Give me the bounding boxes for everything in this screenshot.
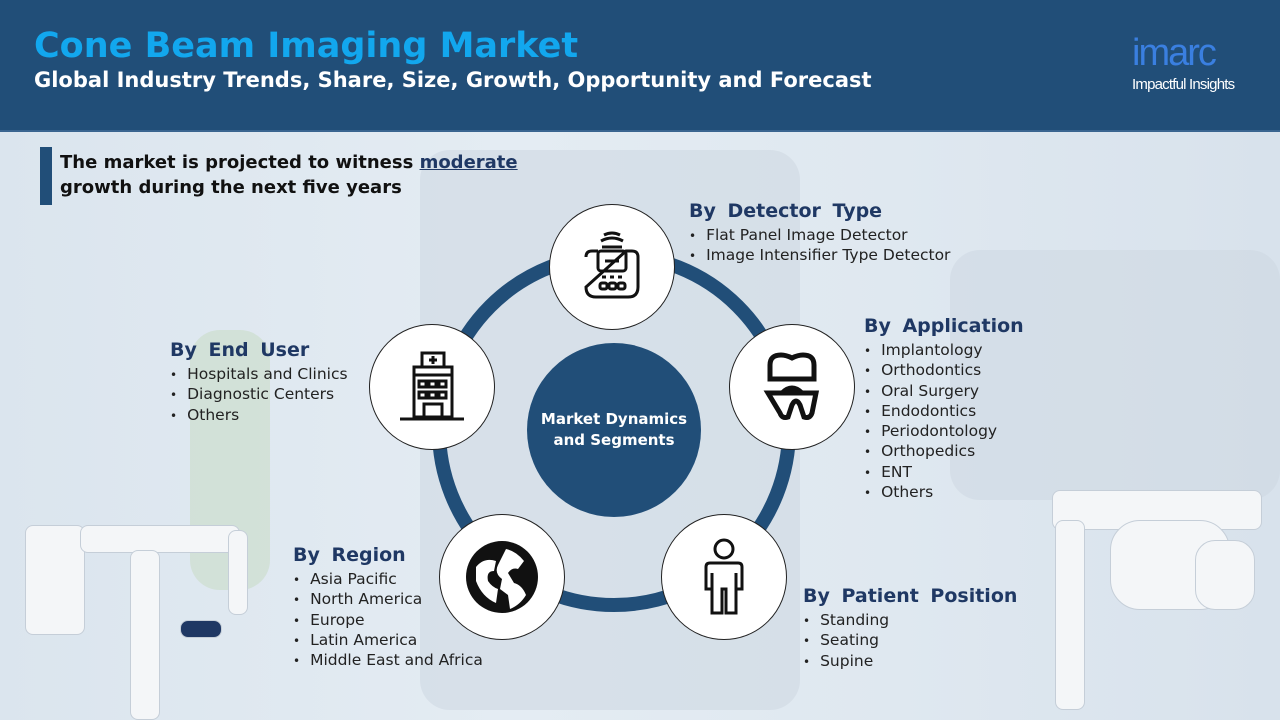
- page-subtitle: Global Industry Trends, Share, Size, Gro…: [34, 68, 872, 92]
- imarc-logo: imarc Impactful Insights: [1128, 26, 1258, 96]
- list-item: Flat Panel Image Detector: [689, 226, 950, 246]
- list-item: Middle East and Africa: [293, 651, 483, 671]
- segment-title: By End User: [170, 339, 310, 361]
- segment-patient-position: By Patient Position StandingSeatingSupin…: [803, 585, 1017, 672]
- segment-title: By Region: [293, 544, 406, 566]
- globe-icon: [466, 541, 538, 613]
- center-line1: Market Dynamics: [540, 410, 688, 428]
- segment-region: By Region Asia Pacific North America Eur…: [293, 544, 483, 671]
- list-item: Others: [170, 406, 348, 426]
- list-item: North America: [293, 590, 483, 610]
- segment-title: By Patient Position: [803, 585, 1018, 607]
- list-item: Seating: [803, 631, 1017, 651]
- detector-node: [549, 204, 675, 330]
- segment-detector-type: By Detector Type Flat Panel Image Detect…: [689, 200, 950, 267]
- list-item: Image Intensifier Type Detector: [689, 246, 950, 266]
- segment-title: By Application: [864, 315, 1024, 337]
- list-item: Implantology: [864, 341, 1024, 361]
- list-item: Others: [864, 483, 1024, 503]
- center-circle: Market Dynamics and Segments: [527, 343, 701, 517]
- list-item: ENT: [864, 463, 1024, 483]
- tagline-text-2: growth during the next five years: [60, 177, 402, 198]
- tagline-highlight: moderate: [419, 152, 518, 173]
- person-icon: [704, 538, 744, 615]
- list-item: Endodontics: [864, 402, 1024, 422]
- list-item: Asia Pacific: [293, 570, 483, 590]
- logo-brand: imarc: [1132, 32, 1217, 74]
- accent-bar: [40, 147, 52, 205]
- segment-end-user: By End User Hospitals and ClinicsDiagnos…: [170, 339, 348, 426]
- application-node: [729, 324, 855, 450]
- patient-node: [661, 514, 787, 640]
- end-user-node: [369, 324, 495, 450]
- market-projection: The market is projected to witness moder…: [60, 150, 518, 200]
- list-item: Orthodontics: [864, 361, 1024, 381]
- list-item: Standing: [803, 611, 1017, 631]
- list-item: Oral Surgery: [864, 382, 1024, 402]
- segment-title: By Detector Type: [689, 200, 883, 222]
- page-title: Cone Beam Imaging Market: [34, 26, 579, 66]
- list-item: Europe: [293, 611, 483, 631]
- list-item: Latin America: [293, 631, 483, 651]
- hospital-icon: [400, 351, 464, 421]
- list-item: Supine: [803, 652, 1017, 672]
- tooth-crown-icon: [763, 352, 820, 420]
- list-item: Orthopedics: [864, 442, 1024, 462]
- list-item: Periodontology: [864, 422, 1024, 442]
- tagline-text: The market is projected to witness: [60, 152, 420, 173]
- list-item: Hospitals and Clinics: [170, 365, 348, 385]
- center-line2: and Segments: [553, 431, 675, 449]
- list-item: Diagnostic Centers: [170, 385, 348, 405]
- detector-icon: [584, 231, 640, 299]
- logo-tagline: Impactful Insights: [1132, 76, 1235, 93]
- header: Cone Beam Imaging Market Global Industry…: [0, 0, 1280, 132]
- segment-application: By Application Implantology Orthodontics…: [864, 315, 1024, 503]
